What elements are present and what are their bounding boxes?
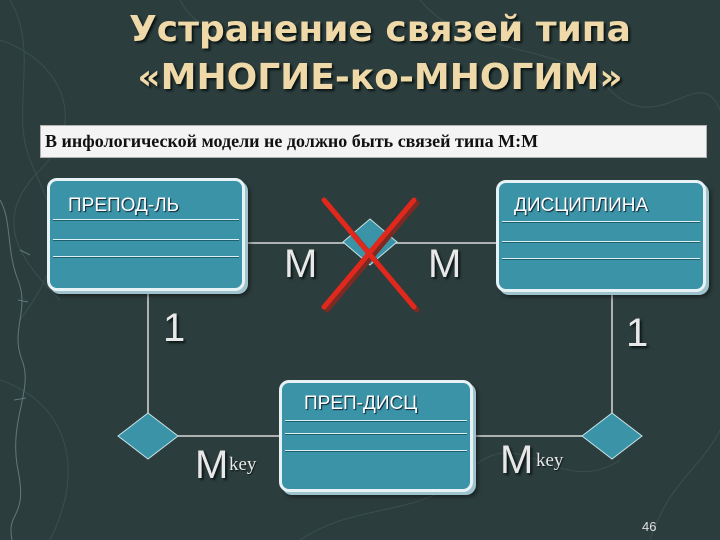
cardinality-many-left: M [195, 443, 229, 487]
title-line-2: «МНОГИЕ-ко-МНОГИМ» [137, 57, 623, 98]
cardinality-mm-left: M [284, 242, 318, 286]
entity-discipline-label: ДИСЦИПЛИНА [514, 195, 649, 216]
key-label-right: key [536, 450, 564, 471]
right-relationship-diamond [581, 412, 643, 460]
subtitle-text: В инфологической модели не должно быть с… [45, 131, 539, 151]
forbidden-cross-icon [321, 197, 420, 313]
entity-link-label: ПРЕП-ДИСЦ [304, 393, 418, 414]
cardinality-mm-right: M [428, 242, 462, 286]
cardinality-one-left: 1 [163, 306, 186, 350]
title-line-1: Устранение связей типа [129, 9, 631, 50]
page-number: 46 [642, 519, 657, 534]
slide-title: Устранение связей типа «МНОГИЕ-ко-МНОГИМ… [40, 6, 720, 102]
subtitle-box: В инфологической модели не должно быть с… [40, 125, 707, 158]
entity-teacher-label: ПРЕПОД-ЛЬ [68, 195, 180, 216]
entity-link[interactable] [279, 380, 473, 492]
cardinality-one-right: 1 [626, 311, 649, 355]
entity-teacher[interactable] [47, 178, 245, 291]
entity-discipline[interactable] [496, 180, 706, 292]
key-label-left: key [229, 454, 257, 475]
cardinality-many-right: M [500, 438, 534, 482]
left-relationship-diamond [117, 412, 179, 460]
